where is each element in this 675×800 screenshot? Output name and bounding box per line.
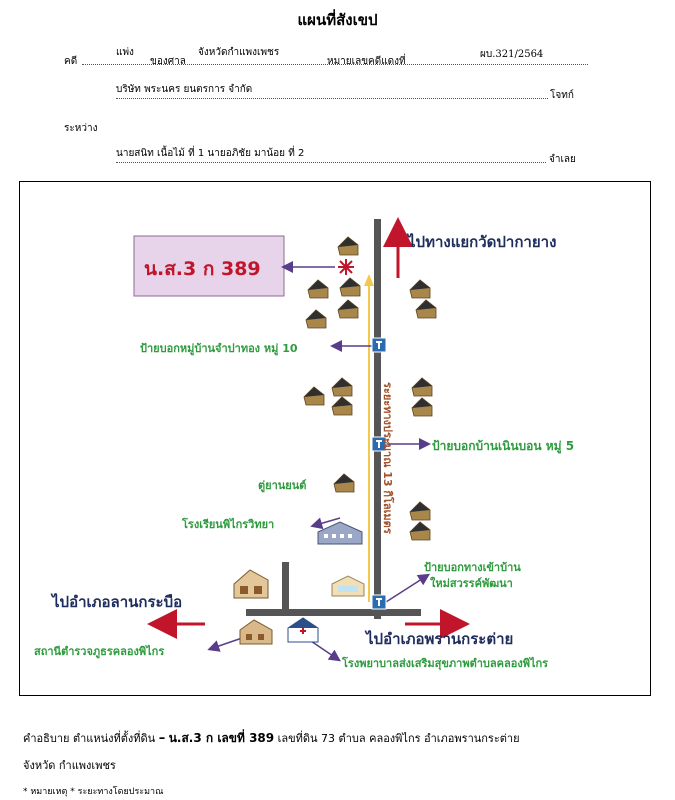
house-icon	[409, 501, 431, 521]
plaintiff-name: บริษัท พระนคร ยนตรการ จำกัด	[116, 84, 253, 95]
sign-village5-icon	[371, 436, 387, 452]
between-label: ระหว่าง	[64, 123, 98, 134]
sign-village10-icon	[371, 337, 387, 353]
red-case-number: ผบ.321/2564	[480, 49, 544, 60]
house-icon	[337, 236, 359, 256]
description-note: * หมายเหตุ * ระยะทางโดยประมาณ	[23, 787, 164, 797]
house-icon	[303, 386, 325, 406]
description-line-1: คำอธิบาย ตำแหน่งที่ตั้งที่ดิน – น.ส.3 ก …	[23, 729, 520, 748]
sign-new-village-label: ป้ายบอกทางเข้าบ้าน	[424, 561, 521, 574]
header-dotline-1	[82, 64, 588, 65]
distance-arrow-top	[364, 274, 374, 286]
main-road-vertical	[374, 219, 381, 619]
case-type: แพ่ง	[116, 47, 134, 58]
police-station-label: สถานีตำรวจภูธรคลองพิไกร	[34, 645, 165, 658]
distance-label: ระยะทางประมาณ 13 กิโลเมตร	[381, 382, 394, 534]
west-direction-label: ไปอำเภอลานกระบือ	[52, 593, 183, 611]
police-station-icon	[239, 619, 273, 645]
sign-village5-label: ป้ายบอกบ้านเนินบอน หมู่ 5	[432, 439, 575, 453]
defendant-label: จำเลย	[549, 154, 576, 165]
parcel-label: น.ส.3 ก 389	[144, 258, 261, 280]
sign-new-village-icon	[371, 594, 387, 610]
house-icon	[305, 309, 327, 329]
description-parcel: น.ส.3 ก เลขที่ 389	[168, 731, 275, 745]
house-icon	[411, 397, 433, 417]
house-icon	[409, 279, 431, 299]
side-road	[282, 562, 289, 612]
hospital-icon	[287, 617, 319, 643]
house-icon	[333, 473, 355, 493]
house-icon	[409, 521, 431, 541]
house-icon	[307, 279, 329, 299]
sign-village10-label: ป้ายบอกหมู่บ้านจำปาทอง หมู่ 10	[140, 342, 298, 355]
page-title: แผนที่สังเขป	[297, 11, 378, 29]
plaintiff-label: โจทก์	[550, 90, 574, 101]
red-case-label: หมายเลขคดีแดงที่	[327, 56, 406, 67]
description-rest: เลขที่ดิน 73 ตำบล คลองพิไกร อำเภอพรานกระ…	[277, 732, 520, 745]
new-village-name-label: ใหม่สวรรค์พัฒนา	[430, 577, 513, 590]
case-label: คดี	[64, 56, 78, 67]
school-building-icon	[317, 521, 363, 545]
north-direction-label: ไปทางแยกวัดปากายาง	[408, 233, 557, 251]
court-of-label: ของศาล	[150, 56, 186, 67]
house-icon	[331, 396, 353, 416]
shop-building-icon	[233, 569, 269, 599]
garage-label: ตู่ยานยนต์	[258, 479, 307, 492]
description-line-2: จังหวัด กำแพงเพชร	[23, 759, 116, 772]
map-canvas	[133, 217, 470, 662]
house-icon	[339, 277, 361, 297]
newvillage-pointer-arrow	[385, 573, 431, 603]
description-dash: –	[158, 731, 166, 746]
header-dotline-3	[116, 162, 546, 163]
header-dotline-2	[116, 98, 548, 99]
houses-group	[303, 236, 437, 541]
defendants-text: นายสนิท เนื้อไม้ ที่ 1 นายอภิชัย มาน้อย …	[116, 148, 305, 159]
parcel-box	[133, 235, 285, 297]
house-icon	[337, 299, 359, 319]
house-icon	[415, 299, 437, 319]
description-prefix: คำอธิบาย ตำแหน่งที่ตั้งที่ดิน	[23, 732, 156, 745]
house-icon	[331, 377, 353, 397]
court-name: จังหวัดกำแพงเพชร	[198, 47, 280, 58]
east-direction-label: ไปอำเภอพรานกระต่าย	[366, 630, 514, 648]
parcel-star-marker	[338, 259, 354, 275]
store-building-icon	[331, 575, 365, 597]
school-label: โรงเรียนพิไกรวิทยา	[182, 518, 275, 531]
map-frame: น.ส.3 ก 389 ไปทางแยกวัดปากายาง ป้ายบอกหม…	[19, 181, 651, 696]
hospital-label: โรงพยาบาลส่งเสริมสุขภาพตำบลคลองพิไกร	[342, 657, 549, 670]
main-road-horizontal	[246, 609, 421, 616]
house-icon	[411, 377, 433, 397]
school-pointer-arrow	[310, 517, 341, 530]
